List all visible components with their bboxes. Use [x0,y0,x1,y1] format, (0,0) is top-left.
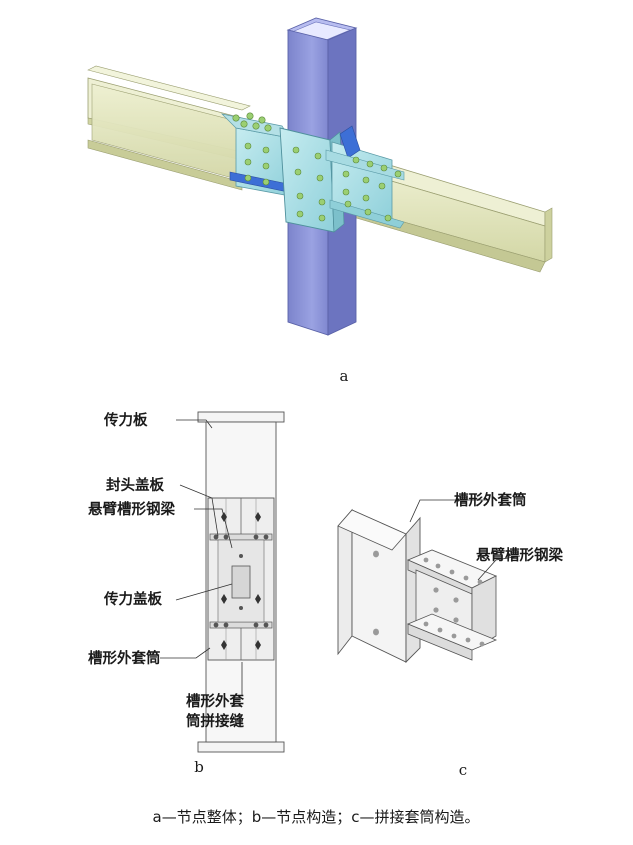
beam-holes [423,557,485,647]
label-seam-line2: 筒拼接缝 [186,712,244,730]
label-channel-sleeve-c: 槽形外套筒 [454,491,527,509]
panel-b-letter: b [194,758,204,776]
label-channel-sleeve-b: 槽形外套筒 [88,649,161,667]
panel-c-sleeve: 槽形外套筒 悬臂槽形钢梁 [337,491,563,664]
panel-a-letter: a [340,367,349,385]
panel-b-elevation: 传力板 封头盖板 悬臂槽形钢梁 传力盖板 槽形外套筒 槽形外套 筒拼接缝 [88,411,285,753]
panel-a-node-3d [87,17,553,336]
end-cover-plate-top [209,533,273,541]
left-beam [87,65,251,191]
cantilever-channel-beam-c [406,549,498,661]
label-cantilever-beam-c: 悬臂槽形钢梁 [476,546,563,564]
panel-b-bolts [213,534,269,628]
sleeve-holes [373,550,379,636]
panel-c-letter: c [459,761,467,779]
label-cantilever-beam-b: 悬臂槽形钢梁 [88,500,175,518]
bolts [232,112,402,222]
bottom-force-plate [197,741,285,753]
label-force-cover-plate: 传力盖板 [103,590,162,608]
top-force-plate [197,411,285,423]
end-cover-plate-bottom [209,621,273,629]
figure-caption: a—节点整体；b—节点构造；c—拼接套筒构造。 [153,808,480,826]
label-end-cover-plate: 封头盖板 [106,476,164,494]
force-cover-plate [231,565,251,599]
label-force-plate: 传力板 [103,411,148,429]
label-seam-line1: 槽形外套 [186,692,244,710]
